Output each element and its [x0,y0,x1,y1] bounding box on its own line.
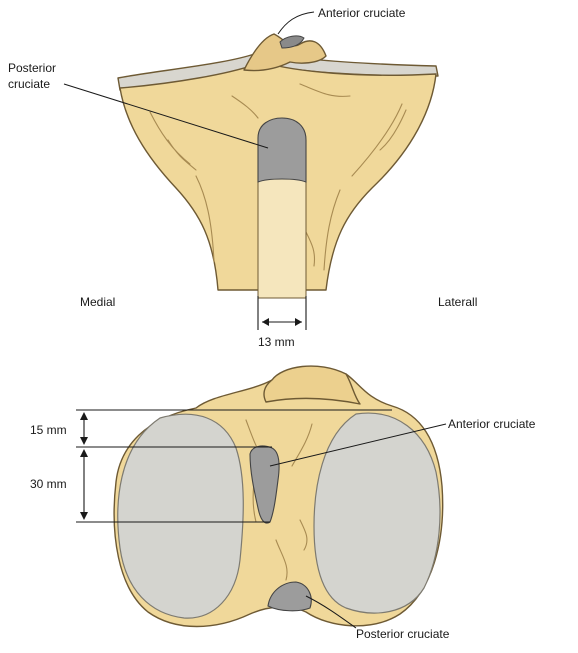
intercondylar-eminence [243,33,327,72]
bone-shading-left [149,111,215,263]
label-lateral: Laterall [438,295,477,309]
anterior-cruciate-insertion-top [279,35,305,49]
leader-posterior-cruciate-top [63,83,269,149]
leader-anterior-cruciate-bottom [269,423,447,467]
upper-bone-illustration [63,11,439,330]
label-30mm: 30 mm [30,477,67,491]
tibial-tuberosity [263,365,361,405]
dim-15mm-arrow-up [80,412,88,420]
posterior-cruciate-insertion-top [257,117,307,183]
bone-shading-right [323,103,407,271]
bone-shading-texture [231,83,351,267]
lateral-cartilage [313,412,441,614]
medial-cartilage [117,413,244,619]
label-medial: Medial [80,295,115,309]
label-anterior-cruciate-top: Anterior cruciate [318,6,406,20]
label-posterior-cruciate-top-line2: cruciate [8,77,50,91]
label-posterior-cruciate-bottom: Posterior cruciate [356,627,450,641]
label-13mm: 13 mm [258,335,295,349]
drill-channel [257,175,307,299]
leader-posterior-cruciate-bottom [305,595,357,629]
label-15mm: 15 mm [30,423,67,437]
posterior-cruciate-insertion-bottom [267,581,312,612]
leader-anterior-cruciate-top [277,11,315,35]
dim-30mm-arrow-down [80,512,88,520]
label-anterior-cruciate-bottom: Anterior cruciate [448,417,536,431]
dim-13mm-arrow-right [295,318,302,326]
dim-15mm-arrow-down [80,437,88,445]
label-posterior-cruciate-top-line1: Posterior [8,61,56,75]
dim-30mm-arrow-up [80,449,88,457]
lower-bone-illustration [76,365,447,629]
plateau-shading [245,419,313,581]
dim-13mm-arrow-left [262,318,269,326]
